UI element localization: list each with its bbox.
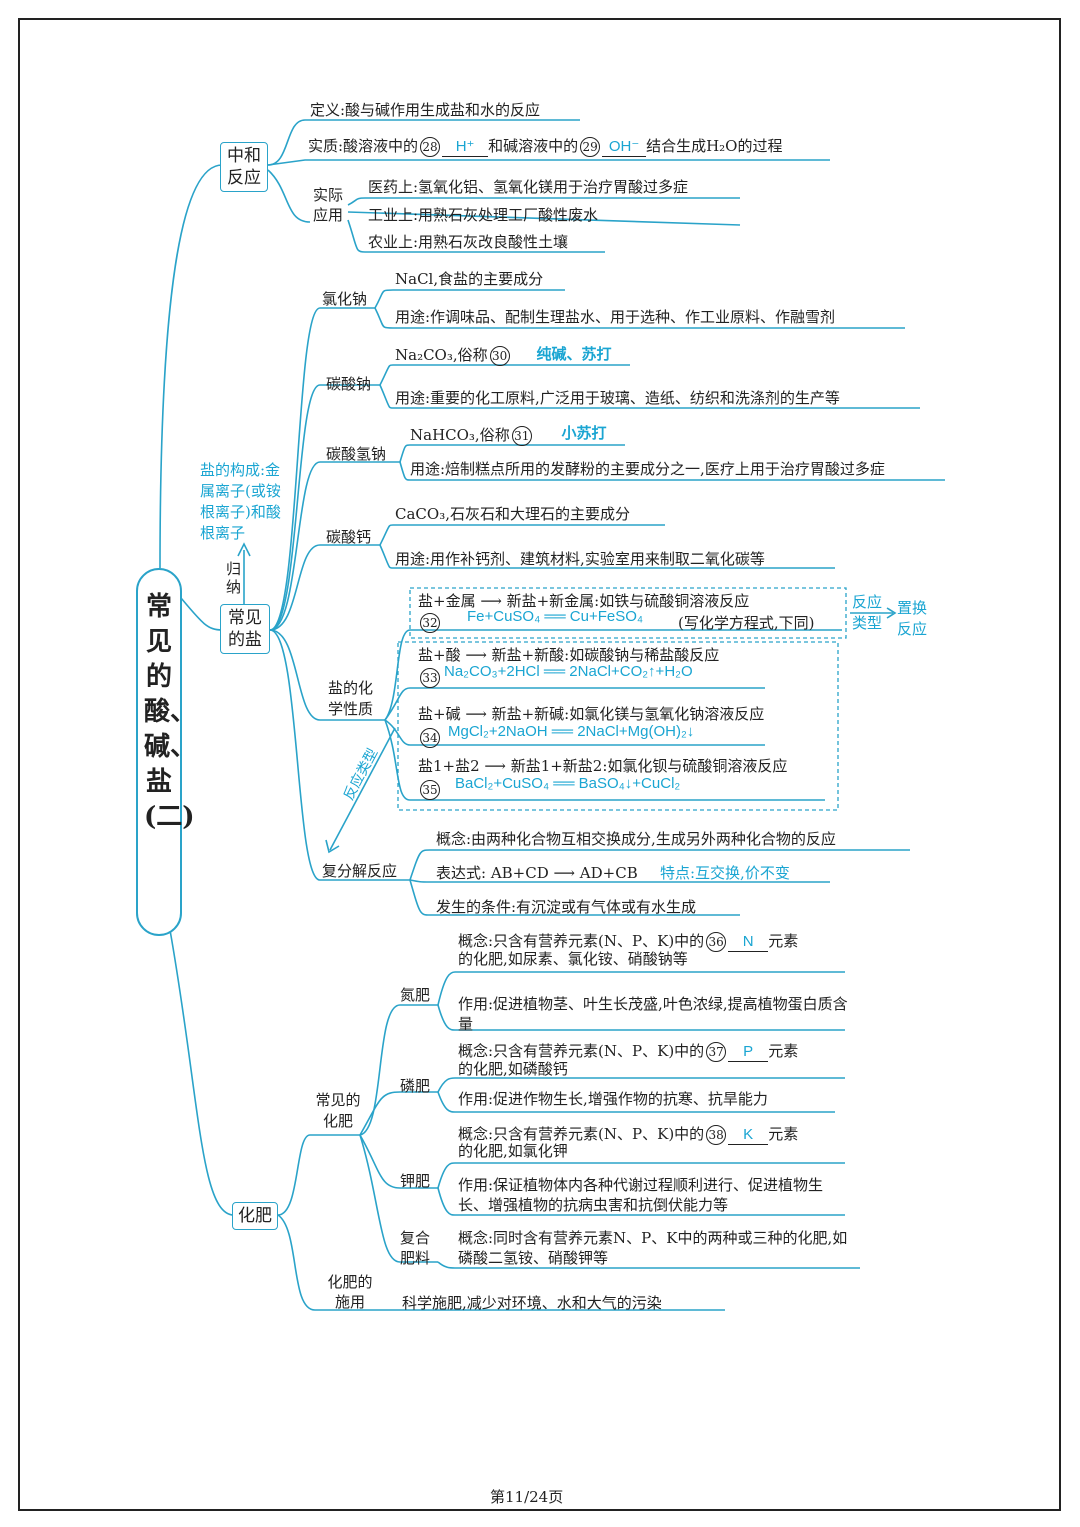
app-agriculture: 农业上:用熟石灰改良酸性土壤 [368, 233, 569, 251]
answer-29: OH⁻ [602, 138, 647, 157]
common-fertilizer-label: 常见的化肥 [315, 1091, 361, 1130]
page-number: 第11/24页 [490, 1488, 564, 1506]
caco3-use: 用途:用作补钙剂、建筑材料,实验室用来制取二氧化碳等 [395, 550, 765, 568]
double-decomposition-feature: 特点:互交换,价不变 [660, 864, 790, 882]
na2co3-label: 碳酸钠 [326, 375, 372, 393]
fertilizer-use-text: 科学施肥,减少对环境、水和大气的污染 [402, 1294, 662, 1312]
reaction-salt-metal: 盐+金属 ⟶ 新盐+新金属:如铁与硫酸铜溶液反应 [418, 592, 750, 610]
nacl-info: NaCl,食盐的主要成分 [395, 270, 544, 288]
nahco3-label: 碳酸氢钠 [326, 445, 387, 463]
reaction-33-num: 33 [418, 668, 442, 688]
nitrogen-effect: 作用:促进植物茎、叶生长茂盛,叶色浓绿,提高植物蛋白质含量 [458, 995, 848, 1033]
answer-num-30: 30 [489, 346, 510, 366]
answer-38: K [728, 1126, 769, 1145]
equation-note: (写化学方程式,下同) [678, 614, 815, 632]
app-industry: 工业上:用熟石灰处理工厂酸性废水 [368, 206, 599, 224]
answer-num-28: 28 [420, 137, 441, 157]
practical-application-label: 实际应用 [312, 186, 343, 224]
branch-fertilizer: 化肥 [232, 1202, 278, 1230]
compound-fertilizer-label: 复合肥料 [399, 1229, 430, 1267]
reaction-35-num: 35 [418, 780, 442, 800]
answer-28: H⁺ [442, 138, 489, 157]
phosphorus-label: 磷肥 [400, 1077, 431, 1095]
double-decomposition-expression: 表达式: AB+CD ⟶ AD+CB [436, 864, 638, 882]
na2co3-use: 用途:重要的化工原料,广泛用于玻璃、造纸、纺织和洗涤剂的生产等 [395, 389, 840, 407]
answer-36: N [728, 933, 769, 952]
reaction-salt-base: 盐+碱 ⟶ 新盐+新碱:如氯化镁与氢氧化钠溶液反应 [418, 705, 765, 723]
reaction-salt-salt: 盐1+盐2 ⟶ 新盐1+新盐2:如氯化钡与硫酸铜溶液反应 [418, 757, 788, 775]
branch-common-salts: 常见的盐 [220, 604, 270, 654]
reaction-32-num: 32 [418, 613, 442, 633]
salt-chemical-properties-label: 盐的化学性质 [328, 679, 374, 718]
compound-fertilizer-concept: 概念:同时含有营养元素N、P、K中的两种或三种的化肥,如磷酸二氢铵、硝酸钾等 [458, 1229, 848, 1267]
nahco3-use: 用途:焙制糕点所用的发酵粉的主要成分之一,医疗上用于治疗胃酸过多症 [410, 460, 885, 478]
displacement-reaction: 置换反应 [897, 599, 928, 638]
answer-35: BaCl₂+CuSO₄ ══ BaSO₄↓+CuCl₂ [455, 775, 681, 792]
nacl-label: 氯化钠 [322, 290, 368, 308]
potassium-concept-2: 的化肥,如氯化钾 [458, 1142, 568, 1160]
answer-32: Fe+CuSO₄ ══ Cu+FeSO₄ [466, 608, 644, 625]
answer-31: 小苏打 [561, 425, 607, 442]
answer-30: 纯碱、苏打 [536, 346, 612, 363]
potassium-effect: 作用:保证植物体内各种代谢过程顺利进行、促进植物生长、增强植物的抗病虫害和抗倒伏… [458, 1176, 824, 1214]
answer-37: P [728, 1043, 769, 1062]
double-decomposition-label: 复分解反应 [322, 862, 398, 880]
potassium-label: 钾肥 [400, 1172, 431, 1190]
guina-label: 归纳 [226, 560, 242, 596]
app-medicine: 医药上:氢氧化铝、氢氧化镁用于治疗胃酸过多症 [368, 178, 689, 196]
page-frame [18, 18, 1061, 1511]
phosphorus-concept-2: 的化肥,如磷酸钙 [458, 1060, 568, 1078]
fertilizer-use-label: 化肥的施用 [327, 1273, 373, 1311]
reaction-type-label: 反应类型 [852, 593, 883, 632]
double-decomposition-condition: 发生的条件:有沉淀或有气体或有水生成 [436, 898, 697, 916]
answer-34: MgCl₂+2NaOH ══ 2NaCl+Mg(OH)₂↓ [448, 723, 695, 740]
caco3-info: CaCO₃,石灰石和大理石的主要成分 [395, 505, 630, 523]
neutralization-definition: 定义:酸与碱作用生成盐和水的反应 [310, 101, 541, 119]
reaction-salt-acid: 盐+酸 ⟶ 新盐+新酸:如碳酸钠与稀盐酸反应 [418, 646, 720, 664]
double-decomposition-concept: 概念:由两种化合物互相交换成分,生成另外两种化合物的反应 [436, 830, 836, 848]
main-title: 常见的酸、碱、盐(二) [136, 568, 196, 936]
answer-num-31: 31 [511, 426, 532, 446]
nacl-use: 用途:作调味品、配制生理盐水、用于选种、作工业原料、作融雪剂 [395, 308, 836, 326]
nitrogen-concept-2: 的化肥,如尿素、氯化铵、硝酸钠等 [458, 950, 688, 968]
salt-composition: 盐的构成:金属离子(或铵根离子)和酸根离子 [200, 461, 281, 542]
reaction-34-num: 34 [418, 728, 442, 748]
branch-neutralization: 中和反应 [220, 142, 268, 192]
answer-33: Na₂CO₃+2HCl ══ 2NaCl+CO₂↑+H₂O [444, 663, 693, 680]
phosphorus-effect: 作用:促进作物生长,增强作物的抗寒、抗旱能力 [458, 1090, 768, 1108]
caco3-label: 碳酸钙 [326, 528, 372, 546]
nitrogen-label: 氮肥 [400, 986, 431, 1004]
answer-num-29: 29 [580, 137, 601, 157]
